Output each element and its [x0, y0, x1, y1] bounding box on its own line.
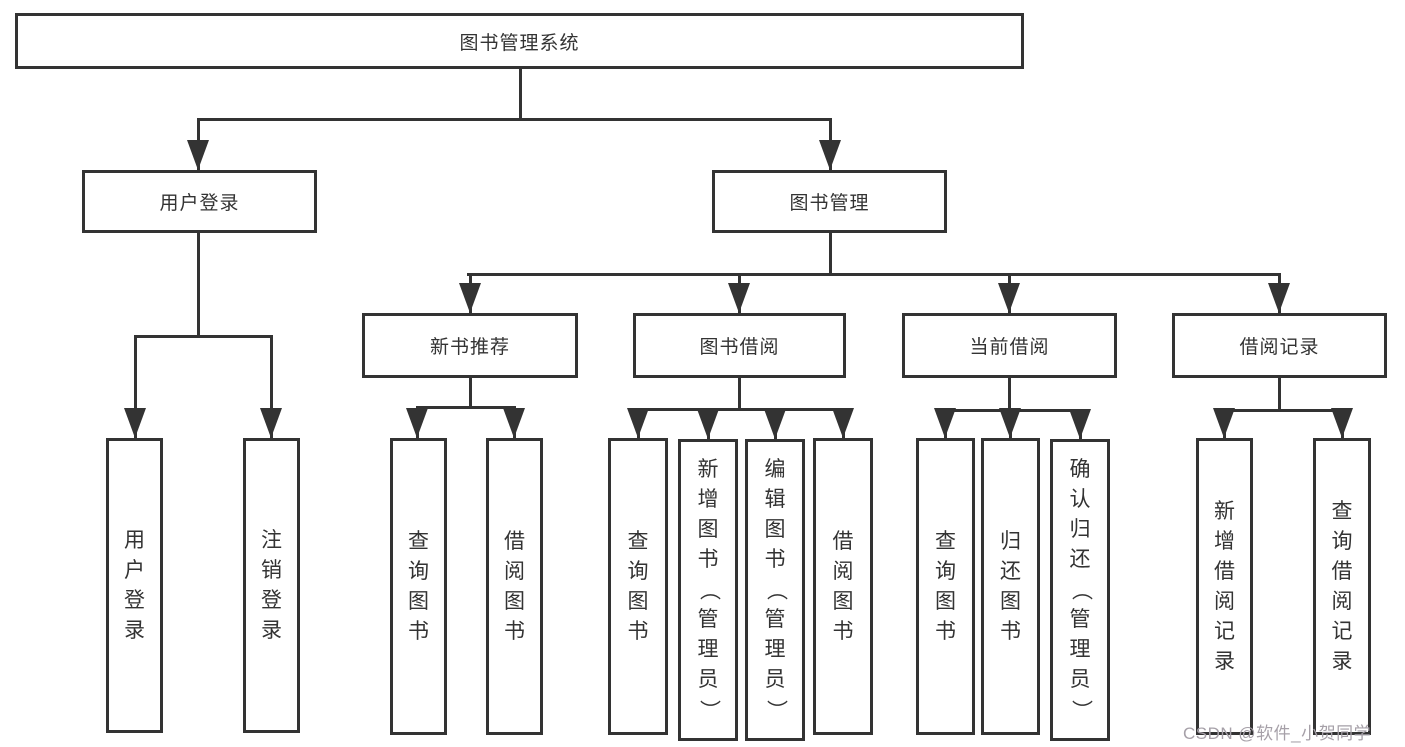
node-user-login-label: 用户登录 [159, 193, 240, 214]
leaf-current-query-books: 查询图书 [916, 438, 975, 735]
node-book-mgmt: 图书管理 [712, 170, 947, 233]
leaf-records-query-record: 查询借阅记录 [1313, 438, 1371, 735]
arrow-down-icon [459, 283, 481, 313]
connector-to-ul-login [134, 335, 137, 438]
arrow-down-icon [1331, 408, 1353, 438]
arrow-down-icon [728, 283, 750, 313]
connector-borrow-rail [636, 408, 844, 411]
leaf-borrow-edit-books-admin: 编辑图书（管理员） [745, 439, 805, 741]
arrow-down-icon [998, 283, 1020, 313]
arrow-down-icon [697, 409, 719, 439]
connector-borrow-trunk [738, 378, 741, 408]
node-current-borrow-label: 当前借阅 [969, 337, 1050, 358]
arrow-down-icon [764, 409, 786, 439]
connector-current-trunk [1008, 378, 1011, 409]
arrow-down-icon [1213, 408, 1235, 438]
connector-level3-rail [467, 273, 1280, 276]
arrow-down-icon [187, 140, 209, 170]
node-new-book-recommend: 新书推荐 [362, 313, 578, 378]
connector-to-ul-logout [270, 335, 273, 438]
node-book-mgmt-label: 图书管理 [789, 193, 870, 214]
arrow-down-icon [124, 408, 146, 438]
node-root-label: 图书管理系统 [459, 32, 580, 54]
arrow-down-icon [832, 408, 854, 438]
arrow-down-icon [934, 408, 956, 438]
connector-user-login-trunk [197, 233, 200, 335]
arrow-down-icon [260, 408, 282, 438]
leaf-user-login: 用户登录 [106, 438, 163, 733]
arrow-down-icon [503, 408, 525, 438]
connector-book-mgmt-trunk [829, 233, 832, 273]
node-user-login: 用户登录 [82, 170, 317, 233]
arrow-down-icon [1268, 283, 1290, 313]
node-borrow-records-label: 借阅记录 [1239, 337, 1320, 358]
connector-records-rail [1223, 409, 1343, 412]
leaf-records-add-record: 新增借阅记录 [1196, 438, 1253, 735]
node-book-borrow-label: 图书借阅 [699, 337, 780, 358]
csdn-watermark: CSDN @软件_小贺同学 [1183, 724, 1372, 743]
leaf-logout: 注销登录 [243, 438, 300, 733]
connector-records-trunk [1278, 378, 1281, 409]
leaf-current-return-books: 归还图书 [981, 438, 1040, 735]
node-book-borrow: 图书借阅 [633, 313, 846, 378]
arrow-down-icon [406, 408, 428, 438]
leaf-newbook-borrow-books: 借阅图书 [486, 438, 543, 735]
connector-new-book-rail [416, 406, 515, 409]
connector-new-book-trunk [469, 378, 472, 406]
leaf-borrow-add-books-admin: 新增图书（管理员） [678, 439, 738, 741]
arrow-down-icon [999, 408, 1021, 438]
leaf-borrow-query-books: 查询图书 [608, 438, 668, 735]
node-new-book-label: 新书推荐 [429, 337, 510, 358]
node-current-borrow: 当前借阅 [902, 313, 1117, 378]
node-borrow-records: 借阅记录 [1172, 313, 1387, 378]
leaf-borrow-borrow-books: 借阅图书 [813, 438, 873, 735]
connector-level2-rail [197, 118, 831, 121]
node-root: 图书管理系统 [15, 13, 1024, 69]
leaf-current-confirm-return-admin: 确认归还（管理员） [1050, 439, 1110, 741]
connector-root-trunk [519, 69, 522, 118]
arrow-down-icon [627, 408, 649, 438]
connector-user-login-rail [134, 335, 273, 338]
arrow-down-icon [819, 140, 841, 170]
leaf-newbook-query-books: 查询图书 [390, 438, 447, 735]
arrow-down-icon [1069, 409, 1091, 439]
